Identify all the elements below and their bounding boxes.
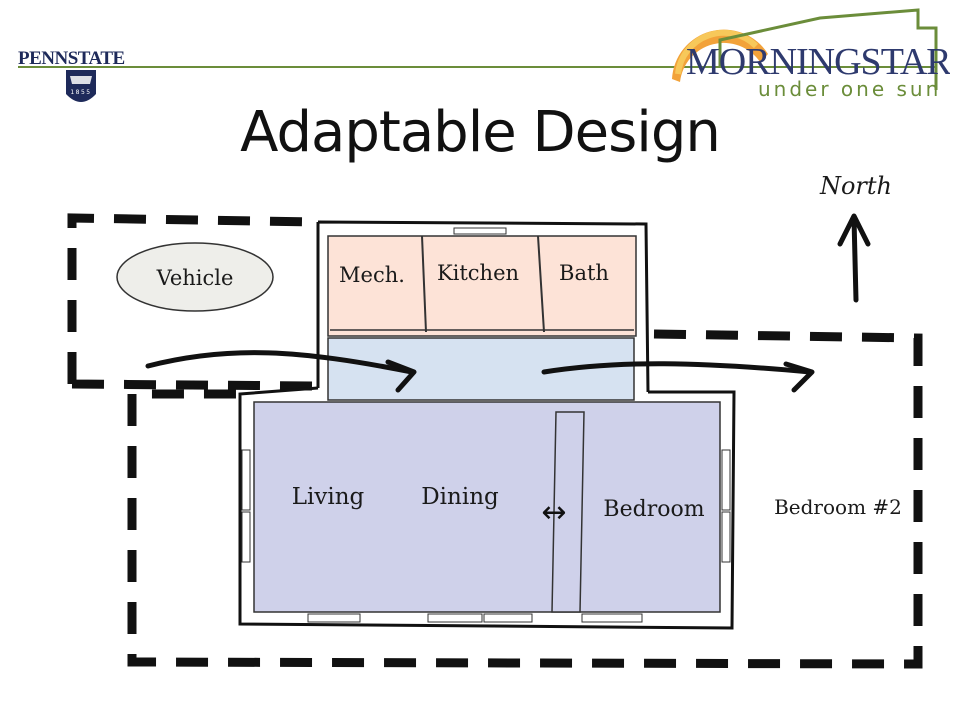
pennstate-wordmark: PENNSTATE <box>18 48 125 69</box>
morningstar-name: MORNINGSTAR <box>686 41 950 83</box>
main-living-space <box>253 401 721 613</box>
circulation-arrow-left <box>145 350 415 375</box>
slide-title: Adaptable Design <box>240 100 721 165</box>
circulation-arrow-right <box>541 361 813 375</box>
room-label-living: Living <box>292 484 365 510</box>
pennstate-logo: PENNSTATE 1855 <box>18 48 125 102</box>
room-label-kitchen: Kitchen <box>437 261 519 285</box>
window-top <box>453 227 507 235</box>
north-label: North <box>819 172 892 200</box>
mech-kitchen-partition <box>421 235 427 333</box>
window-bottom-2 <box>427 613 483 623</box>
bedroom2-zone-outline <box>127 329 923 669</box>
window-bottom-3 <box>483 613 533 623</box>
north-arrow-icon <box>837 213 871 303</box>
room-label-dining: Dining <box>421 484 499 510</box>
morningstar-logo: MORNINGSTAR under one sun <box>672 8 950 101</box>
double-arrow-icon: ↔ <box>541 495 566 530</box>
window-right-2 <box>721 511 731 563</box>
service-core <box>327 235 637 337</box>
vehicle-zone-outline <box>67 213 319 391</box>
circulation-arrowhead-left <box>385 359 417 393</box>
pennstate-seal-year: 1855 <box>70 89 91 96</box>
main-module-wall <box>238 386 736 630</box>
window-left-2 <box>241 511 251 563</box>
vehicle-label: Vehicle <box>156 266 234 290</box>
room-label-bath: Bath <box>559 261 609 285</box>
room-label-bedroom: Bedroom <box>603 497 704 522</box>
kitchen-bath-partition <box>537 235 545 333</box>
vehicle-ellipse <box>116 242 274 312</box>
sun-icon <box>672 29 768 82</box>
pennstate-seal: 1855 <box>66 70 96 102</box>
window-bottom-4 <box>581 613 643 623</box>
window-left-1 <box>241 449 251 511</box>
room-label-mech: Mech. <box>339 263 405 287</box>
header-rule <box>18 66 936 68</box>
circulation-arrowhead-right <box>783 361 815 393</box>
service-module-wall <box>316 220 650 393</box>
window-right-1 <box>721 449 731 511</box>
morningstar-tagline: under one sun <box>758 77 941 101</box>
movable-partition <box>551 411 585 613</box>
window-bottom-1 <box>307 613 361 623</box>
roof-outline-icon <box>718 8 938 90</box>
room-label-bedroom2: Bedroom #2 <box>774 495 902 519</box>
